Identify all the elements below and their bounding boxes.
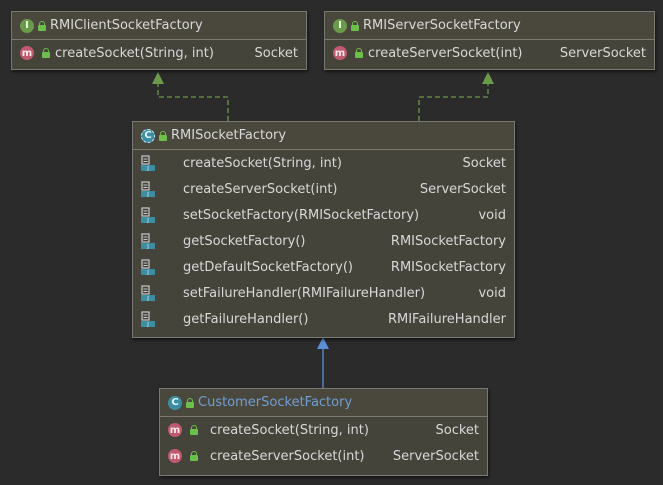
node-title: RMISocketFactory [171, 128, 287, 143]
node-header: C RMISocketFactory [133, 122, 514, 150]
method-signature: createServerSocket(int) [368, 45, 523, 61]
node-title: RMIClientSocketFactory [50, 18, 203, 33]
method-return-type: ServerSocket [419, 181, 506, 197]
method-return-type: Socket [462, 155, 506, 171]
svg-text:J: J [146, 192, 149, 197]
static-method-icon: J [141, 207, 155, 223]
method-return-type: void [478, 207, 506, 223]
public-lock-icon [190, 425, 198, 435]
public-lock-icon [159, 130, 167, 141]
method-icon: m [333, 46, 347, 60]
method-return-type: RMISocketFactory [390, 259, 506, 275]
method-icon: m [168, 423, 182, 437]
node-header: C CustomerSocketFactory [160, 389, 487, 417]
node-customer-socket-factory[interactable]: C CustomerSocketFactory m createSocket(S… [159, 388, 488, 476]
static-method-icon: J [141, 311, 155, 327]
method-return-type: Socket [435, 422, 479, 438]
node-rmi-server-socket-factory[interactable]: I RMIServerSocketFactory m createServerS… [324, 11, 655, 70]
method-row[interactable]: m createServerSocket(int) ServerSocket [160, 443, 487, 469]
static-method-icon: J [141, 181, 155, 197]
implements-edge-server [418, 82, 489, 121]
svg-text:J: J [146, 166, 149, 171]
public-lock-icon [190, 451, 198, 461]
method-signature: setFailureHandler(RMIFailureHandler) [183, 285, 426, 301]
method-signature: setSocketFactory(RMISocketFactory) [183, 207, 420, 223]
method-signature: getFailureHandler() [183, 311, 309, 327]
method-return-type: Socket [254, 45, 298, 61]
node-title: RMIServerSocketFactory [363, 18, 521, 33]
public-lock-icon [186, 397, 194, 408]
svg-text:J: J [146, 296, 149, 301]
svg-text:J: J [146, 218, 149, 223]
method-return-type: RMISocketFactory [390, 233, 506, 249]
node-title[interactable]: CustomerSocketFactory [198, 395, 353, 410]
method-row[interactable]: m createSocket(String, int) Socket [160, 417, 487, 443]
public-lock-icon [351, 20, 359, 31]
static-method-icon: J [141, 233, 155, 249]
method-signature: createServerSocket(int) [210, 448, 365, 464]
interface-icon: I [20, 18, 34, 33]
method-return-type: ServerSocket [559, 45, 646, 61]
method-return-type: RMIFailureHandler [387, 311, 506, 327]
method-icon: m [168, 449, 182, 463]
method-signature: getSocketFactory() [183, 233, 306, 249]
static-method-icon: J [141, 155, 155, 171]
method-signature: getDefaultSocketFactory() [183, 259, 353, 275]
svg-text:J: J [146, 270, 149, 275]
method-return-type: void [478, 285, 506, 301]
svg-text:J: J [146, 322, 149, 327]
implements-edge-client [157, 82, 229, 121]
public-lock-icon [42, 48, 50, 58]
node-header: I RMIClientSocketFactory [12, 12, 306, 40]
implements-arrowhead-client [152, 72, 164, 84]
method-row[interactable]: m createServerSocket(int) ServerSocket [325, 40, 654, 66]
public-lock-icon [38, 20, 46, 31]
method-signature: createServerSocket(int) [183, 181, 338, 197]
interface-icon: I [333, 18, 347, 33]
method-signature: createSocket(String, int) [183, 155, 342, 171]
method-return-type: ServerSocket [392, 448, 479, 464]
node-header: I RMIServerSocketFactory [325, 12, 654, 40]
method-icon: m [20, 46, 34, 60]
static-method-icon: J [141, 259, 155, 275]
method-signature: createSocket(String, int) [55, 45, 214, 61]
method-signature: createSocket(String, int) [210, 422, 369, 438]
static-method-icon: J [141, 285, 155, 301]
public-lock-icon [355, 48, 363, 58]
abstract-class-icon: C [141, 128, 155, 143]
extends-arrowhead [317, 337, 329, 349]
class-icon: C [168, 395, 182, 410]
node-rmi-client-socket-factory[interactable]: I RMIClientSocketFactory m createSocket(… [11, 11, 307, 70]
method-row[interactable]: m createSocket(String, int) Socket [12, 40, 306, 66]
implements-arrowhead-server [482, 72, 494, 84]
svg-text:J: J [146, 244, 149, 249]
